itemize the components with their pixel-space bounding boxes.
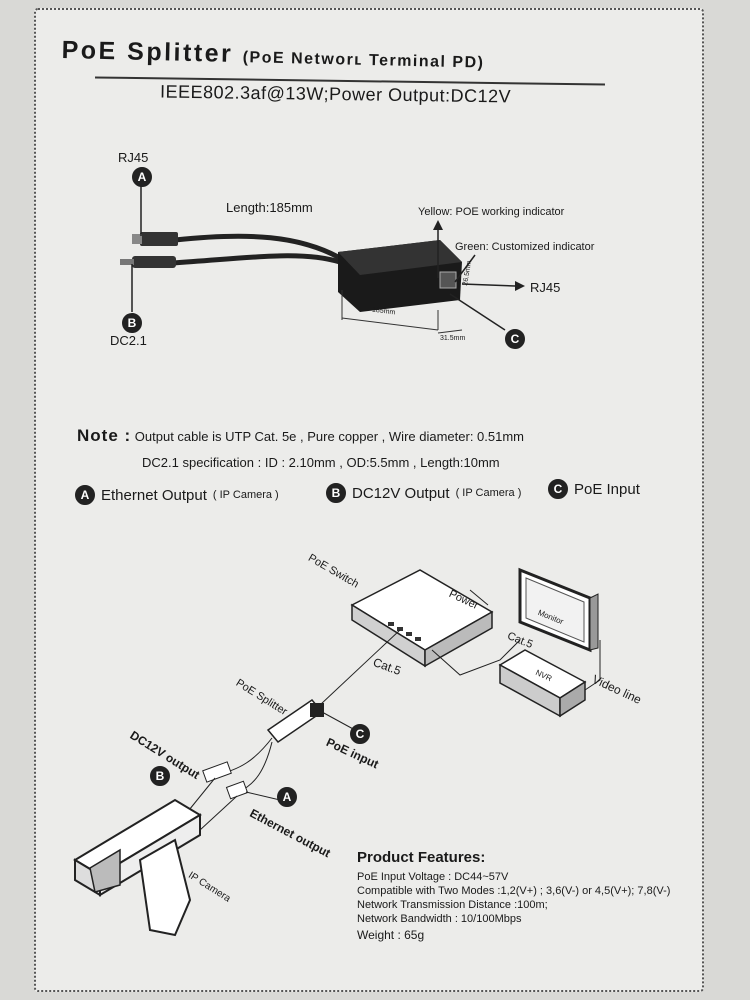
note-line-2: DC2.1 specification : ID : 2.10mm , OD:5… [142, 455, 500, 470]
feature-item: Compatible with Two Modes :1,2(V+) ; 3,6… [357, 885, 671, 897]
legend-b: B DC12V Output( IP Camera ) [326, 483, 521, 503]
network-badge-c: C [350, 724, 370, 744]
badge-a-top: A [132, 167, 152, 187]
dc-label: DC2.1 [110, 333, 147, 348]
feature-item: Network Bandwidth : 10/100Mbps [357, 913, 522, 925]
dc-plug [132, 256, 176, 268]
yellow-indicator-label: Yellow: POE working indicator [418, 206, 565, 218]
note-line-1: Note : Output cable is UTP Cat. 5e , Pur… [77, 426, 524, 445]
cat5-cable [319, 629, 401, 706]
legend-badge-a: A [75, 485, 95, 505]
legend-badge-b: B [326, 483, 346, 503]
cable-dc [171, 253, 341, 266]
rj45-tip [132, 234, 142, 244]
length-label: Length:185mm [226, 200, 313, 215]
legend-a: A Ethernet Output( IP Camera ) [75, 485, 279, 505]
green-indicator-label: Green: Customized indicator [455, 241, 595, 253]
feature-item: PoE Input Voltage : DC44~57V [357, 871, 509, 883]
ethernet-connector [225, 780, 249, 800]
rj45-right-label: RJ45 [530, 280, 561, 295]
legend-badge-c: C [548, 479, 568, 499]
dc-connector [202, 761, 232, 783]
ip-camera-mount [138, 838, 192, 937]
feature-item: Network Transmission Distance :100m; [357, 899, 548, 911]
note-heading: Note : [77, 426, 132, 445]
network-badge-b: B [150, 766, 170, 786]
cable-rj45 [174, 233, 342, 261]
features-title: Product Features: [357, 849, 486, 866]
features-list: PoE Input Voltage : DC44~57V Compatible … [357, 870, 670, 942]
dim-31-label: 31.5mm [440, 335, 466, 342]
legend-c: C PoE Input [548, 479, 640, 499]
rj45-plug [140, 232, 178, 246]
badge-b-top: B [122, 313, 142, 333]
rj45-label: RJ45 [118, 150, 149, 165]
badge-c-top: C [505, 329, 525, 349]
dc-tip [120, 259, 134, 265]
feature-item: Weight : 65g [357, 928, 425, 942]
network-badge-a: A [277, 787, 297, 807]
